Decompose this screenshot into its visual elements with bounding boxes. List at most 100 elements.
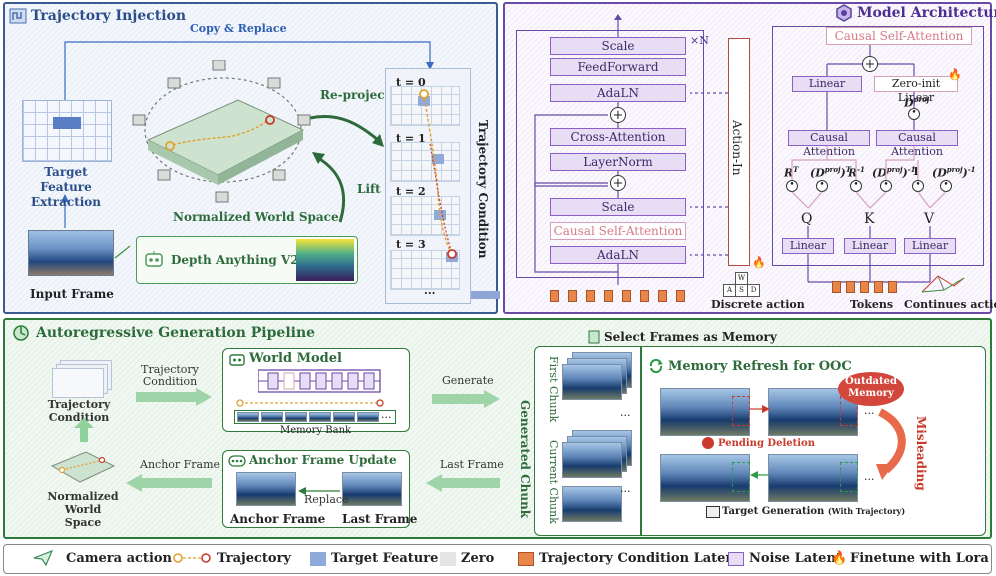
chunk-frame	[562, 364, 622, 400]
target-generation-label: Target Generation (With Trajectory)	[722, 506, 906, 517]
legend-noise-latent: Noise Latent	[749, 551, 842, 566]
memory-frame	[285, 412, 307, 422]
misleading-arrow	[876, 408, 906, 480]
input-token	[846, 281, 855, 293]
cross-attention-box: Cross-Attention	[550, 128, 686, 146]
rinv-label: R-1	[848, 165, 865, 180]
current-chunk-vertical-label: Current Chunk	[547, 440, 560, 524]
anchor-frame-image	[236, 472, 296, 506]
traj-frame-2	[390, 196, 460, 236]
mult-op-q: •	[786, 180, 798, 192]
traj-token	[586, 290, 595, 302]
memory-frame	[309, 412, 331, 422]
linear-q-box: Linear	[782, 238, 834, 254]
target-ellipsis: ...	[864, 470, 875, 483]
causal-attention-left: Causal Attention	[788, 130, 870, 158]
misleading-label: Misleading	[914, 416, 928, 491]
memory-bank-label: Memory Bank	[280, 425, 352, 436]
traj-token	[676, 290, 685, 302]
csa-connections	[791, 45, 947, 283]
outdated-memory-label: Outdated Memory	[844, 376, 898, 399]
normalized-world-space-mini	[50, 451, 116, 483]
continues-action-label: Continues action	[904, 298, 996, 311]
pending-deletion-icon	[702, 437, 714, 449]
generated-chunk-vertical-label: Generated Chunk	[518, 400, 532, 519]
target-highlight-2	[840, 462, 858, 492]
memory-frame	[261, 412, 283, 422]
discrete-action-label: Discrete action	[711, 298, 805, 311]
traj-token	[622, 290, 631, 302]
fire-icon-legend: 🔥	[831, 551, 848, 566]
traj-token	[550, 290, 559, 302]
zero-init-linear-box: Zero-init Linear	[874, 76, 958, 104]
target-feature-grid	[22, 100, 112, 162]
legend-zero: Zero	[461, 551, 495, 566]
key-d: D	[747, 284, 760, 297]
trajectory-condition-vertical-label: Trajectory Condition	[476, 120, 490, 259]
time-label-0: t = 0	[396, 76, 426, 89]
ooo-icon	[228, 453, 246, 467]
target-highlight	[732, 462, 750, 492]
trajectory-condition-stack	[52, 360, 112, 398]
causal-self-attention-box: Causal Self-Attention	[550, 222, 686, 240]
action-in-box	[728, 38, 750, 266]
trajectory-condition-left-label: Trajectory Condition	[47, 398, 111, 424]
fire-icon-action: 🔥	[752, 256, 766, 269]
k-label: K	[864, 211, 875, 227]
feedforward-box: FeedForward	[550, 58, 686, 76]
arrow-last-frame	[426, 474, 500, 492]
dinv-label: (Dproj)-1	[872, 165, 916, 180]
normalized-world-space-bottom-label: Normalized World Space	[47, 490, 119, 529]
refresh-arrow-1	[750, 405, 770, 413]
input-token	[874, 281, 883, 293]
tokens-label: Tokens	[850, 298, 894, 311]
input-token	[832, 281, 841, 293]
traj-token	[658, 290, 667, 302]
mult-op-q2: •	[816, 180, 828, 192]
legend-trajectory: Trajectory	[217, 551, 291, 566]
memory-refresh-title: Memory Refresh for OOC	[668, 359, 852, 374]
transformer-block-outline	[516, 30, 704, 278]
first-chunk-ellipsis: ...	[620, 406, 631, 419]
select-frames-icon	[588, 329, 600, 344]
refresh-icon	[648, 358, 664, 374]
target-generation-icon	[706, 506, 720, 518]
trajectory-condition-arrow-label: Trajectory Condition	[141, 363, 199, 388]
continues-action-icon	[921, 275, 965, 293]
memory-frame	[357, 412, 379, 422]
csa-title-box: Causal Self-Attention	[826, 27, 972, 45]
legend-target-feature: Target Feature	[331, 551, 439, 566]
traj-latent-swatch	[518, 552, 534, 566]
lift-label: Lift	[357, 182, 381, 196]
adaln-bottom-box: AdaLN	[550, 246, 686, 264]
v-label: V	[924, 211, 935, 227]
input-token	[888, 281, 897, 293]
traj-frame-1	[390, 142, 460, 182]
mult-op-k2: •	[880, 180, 892, 192]
time-label-1: t = 1	[396, 132, 426, 145]
current-chunk-frames: ...	[562, 430, 636, 530]
legend-camera-action: Camera action	[66, 551, 172, 566]
legend-finetune-lora: Finetune with Lora	[850, 551, 989, 566]
block-repeat-label: ×N	[690, 34, 709, 47]
target-arrow	[750, 471, 770, 479]
legend-traj-latent: Trajectory Condition Latent	[539, 551, 741, 566]
dproj-mult-op: •	[908, 108, 920, 120]
normalized-world-space-label: Normalized World Space	[173, 210, 339, 224]
linear-v-box: Linear	[904, 238, 956, 254]
world-model-trajectory-line	[236, 399, 384, 407]
reproject-label: Re-project	[320, 88, 391, 102]
up-arrow-left	[74, 418, 94, 442]
time-label-more: ...	[424, 284, 436, 297]
pending-deletion-label: Pending Deletion	[718, 438, 815, 449]
noise-latent-swatch	[728, 552, 744, 566]
mult-op-v2: •	[940, 180, 952, 192]
replace-label: Replace	[304, 493, 349, 506]
q-label: Q	[801, 211, 813, 227]
trajectory-injection-icon	[9, 8, 27, 24]
target-feature-extraction-label: Target Feature Extraction	[30, 165, 102, 209]
one-label: 1	[912, 165, 920, 178]
robot-icon	[144, 250, 164, 268]
csa-add-op: +	[862, 56, 878, 72]
trajectory-curve	[419, 89, 457, 259]
